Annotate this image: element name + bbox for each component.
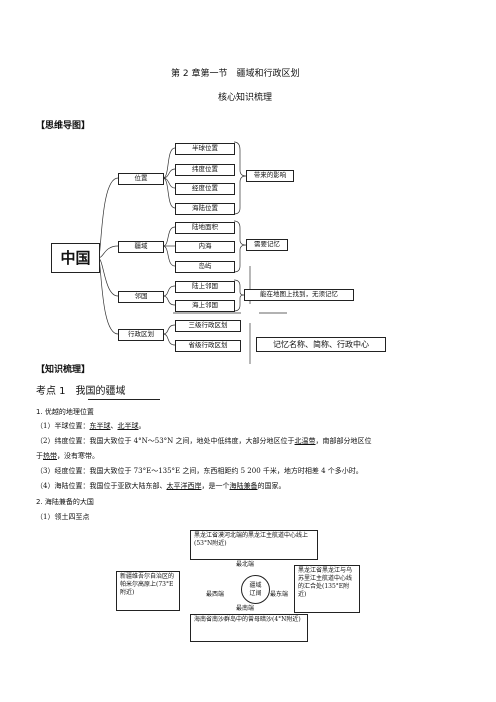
- branch-territory: 疆域: [118, 241, 164, 253]
- line-longitude: （3）经度位置：我国大致位于 73°E～135°E 之间，东西相距约 5 200…: [36, 467, 363, 475]
- line-latitude: （2）纬度位置：我国大致位于 4°N～53°N 之间，地处中低纬度，大部分地区位…: [36, 437, 372, 445]
- position-note: 带来的影响: [246, 170, 294, 182]
- branch-neighbors: 邻国: [118, 291, 164, 303]
- north-label: 最北端: [236, 561, 255, 568]
- line-latitude-cont: 于热带，没有寒带。: [36, 452, 99, 460]
- east-point-box: 黑龙江省黑龙江与乌苏里江主航道中心线的汇合处(135°E附近): [294, 565, 360, 613]
- admin-item: 省级行政区划: [175, 340, 241, 352]
- west-label: 最西端: [206, 591, 225, 598]
- territory-item: 岛屿: [175, 261, 235, 273]
- territory-note: 需要记忆: [246, 239, 288, 251]
- territory-item: 陆地面积: [175, 222, 235, 234]
- admin-note: 记忆名称、简称、行政中心: [256, 337, 386, 352]
- neighbor-note: 能在地图上找到，无须记忆: [244, 289, 354, 301]
- admin-item: 三级行政区划: [175, 320, 241, 332]
- neighbor-item: 陆上邻国: [175, 281, 235, 293]
- line-hemisphere: （1）半球位置：东半球、北半球。: [36, 422, 146, 430]
- territory-item: 内海: [175, 241, 235, 253]
- neighbor-item: 海上邻国: [175, 300, 235, 312]
- position-item: 海陆位置: [175, 203, 235, 215]
- east-label: 最东端: [270, 591, 289, 598]
- item2-sub: （1）领土四至点: [36, 513, 90, 521]
- item2-heading: 2. 海陆兼备的大国: [36, 498, 94, 506]
- position-item: 纬度位置: [175, 164, 235, 176]
- south-point-box: 海南省南沙群岛中的曾母暗沙(4°N附近): [190, 614, 308, 642]
- branch-position: 位置: [118, 173, 164, 185]
- south-label: 最南端: [236, 605, 255, 612]
- line-land-sea: （4）海陆位置：我国位于亚欧大陆东部、太平洋西岸，是一个海陆兼备的国家。: [36, 482, 286, 490]
- item1-heading: 1. 优越的地理位置: [36, 408, 94, 416]
- position-item: 半球位置: [175, 143, 235, 155]
- chapter-title: 第 2 章第一节 疆域和行政区划: [171, 69, 300, 79]
- point1-title-underline: [88, 399, 160, 400]
- branch-admin: 行政区划: [118, 329, 164, 341]
- north-point-box: 黑龙江省漠河北端的黑龙江主航道中心线上(53°N附近): [190, 530, 318, 560]
- center-circle: 疆域 辽阔: [241, 575, 270, 604]
- position-item: 经度位置: [175, 183, 235, 195]
- subtitle: 核心知识梳理: [218, 93, 273, 103]
- point1-title: 考点 1 我国的疆域: [36, 386, 126, 397]
- mindmap-section-label: 【思维导图】: [36, 121, 91, 131]
- west-point-box: 新疆维吾尔自治区的帕米尔高原上(73°E附近): [116, 571, 180, 611]
- mindmap-root: 中国: [51, 243, 100, 273]
- knowledge-section-label: 【知识梳理】: [36, 365, 91, 375]
